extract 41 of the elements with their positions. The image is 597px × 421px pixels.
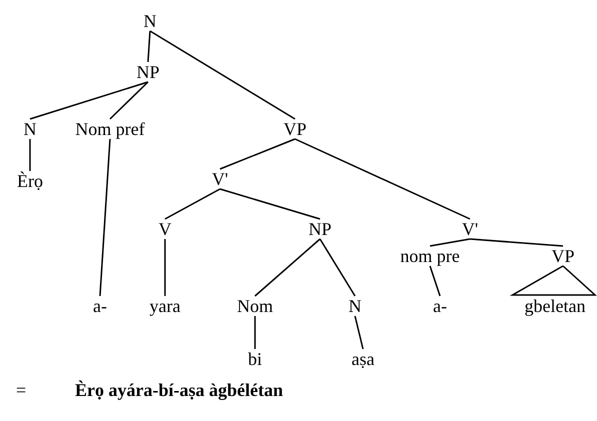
branch-line — [319, 238, 356, 296]
tree-node-label: a- — [433, 297, 447, 315]
tree-node-label: VP — [284, 120, 306, 138]
branch-line — [220, 188, 320, 220]
tree-node-label: NP — [136, 63, 160, 81]
tree-node-label: yara — [150, 297, 180, 315]
branch-line — [294, 138, 470, 220]
branch-line — [470, 238, 564, 247]
tree-node-label: bi — [248, 350, 262, 368]
tree-node-label: a- — [93, 297, 107, 315]
branch-line — [147, 30, 151, 62]
tree-node-label: N — [348, 297, 362, 315]
branch-line — [164, 188, 220, 220]
tree-node-label: Nom pref — [75, 120, 145, 138]
tree-node-label: Èrọ — [17, 172, 43, 190]
branch-line — [29, 139, 31, 171]
tree-node-label: Nom — [237, 297, 273, 315]
branch-line — [99, 138, 111, 296]
branch-line — [254, 238, 320, 297]
branch-line — [429, 266, 441, 296]
tree-node-label: NP — [308, 220, 332, 238]
tree-node-label: nom pre — [400, 247, 460, 265]
tree-node-label: V' — [462, 220, 478, 238]
branch-line — [30, 81, 148, 120]
triangle-branch — [510, 265, 597, 296]
branch-line — [150, 30, 296, 120]
branch-line — [220, 138, 296, 170]
branch-line — [254, 316, 256, 349]
tree-node-label: V — [158, 220, 172, 238]
branch-line — [164, 239, 166, 296]
tree-node-label: N — [144, 12, 156, 30]
branch-line — [430, 238, 470, 247]
tree-node-label: V' — [212, 170, 228, 188]
gloss-sentence: Èrọ ayára-bí-aṣa àgbélétan — [75, 380, 283, 400]
tree-node-label: VP — [552, 247, 574, 265]
branch-line — [109, 81, 149, 120]
tree-node-label: aṣa — [352, 350, 374, 368]
tree-node-label: gbeletan — [524, 297, 586, 315]
branch-line — [354, 316, 364, 350]
tree-node-label: N — [24, 120, 36, 138]
equals-sign: = — [16, 380, 26, 400]
